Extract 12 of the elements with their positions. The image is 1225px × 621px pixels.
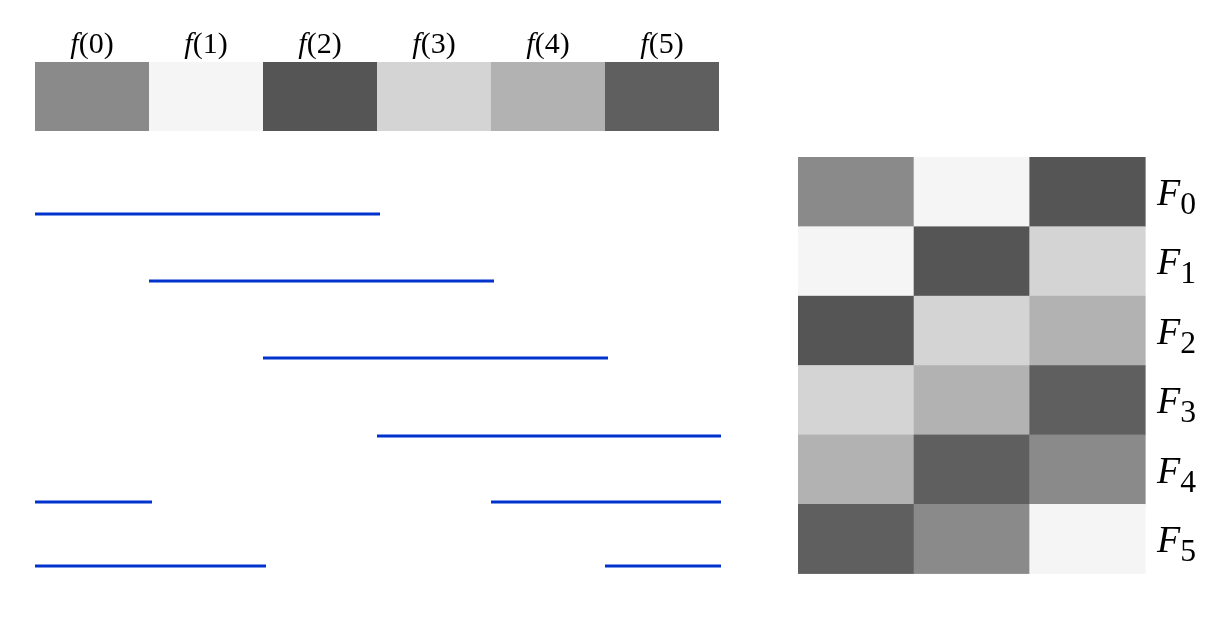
function-label: f(3)	[412, 28, 456, 58]
row-label: F$_{0}$	[1157, 173, 1197, 220]
row-label: F$_{4}$	[1157, 450, 1197, 497]
function-label: f(4)	[526, 28, 570, 58]
row-label: F$_{1}$	[1157, 242, 1197, 289]
row-label: F$_{5}$	[1157, 520, 1197, 567]
function-label: f(1)	[184, 28, 228, 58]
row-label: F$_{2}$	[1157, 311, 1197, 359]
function-label: f(0)	[70, 28, 114, 58]
function-label: f(2)	[298, 28, 342, 58]
function-label: f(5)	[640, 28, 684, 58]
row-label: F$_{3}$	[1157, 381, 1197, 428]
